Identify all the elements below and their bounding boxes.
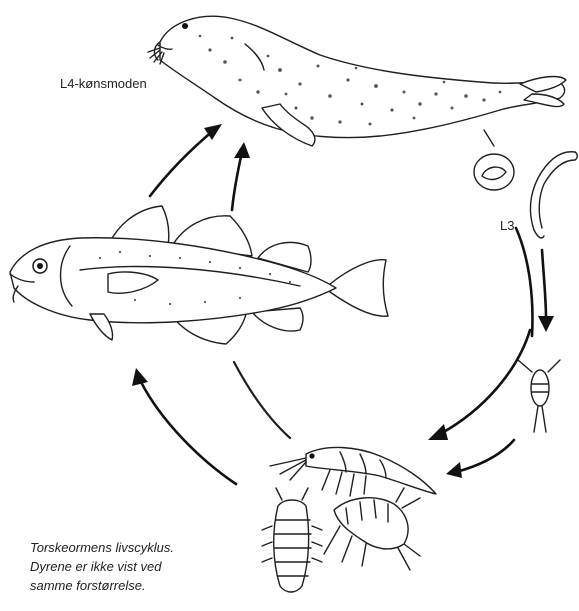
amphipod-illustration <box>324 488 420 570</box>
krill-illustration <box>270 447 436 496</box>
cod-fish-illustration <box>10 206 388 344</box>
larva-illustration <box>531 152 578 238</box>
seal-stage-label: L4-kønsmoden <box>60 76 147 91</box>
copepod-illustration <box>518 360 560 432</box>
caption-line-3: samme forstørrelse. <box>30 576 270 595</box>
caption-line-2: Dyrene er ikke vist ved <box>30 557 270 576</box>
isopod-illustration <box>262 488 322 592</box>
larva-stage-label: L3 <box>500 218 514 233</box>
caption-line-1: Torskeormens livscyklus. <box>30 538 270 557</box>
egg-illustration <box>474 130 514 190</box>
figure-caption: Torskeormens livscyklus. Dyrene er ikke … <box>30 538 270 595</box>
